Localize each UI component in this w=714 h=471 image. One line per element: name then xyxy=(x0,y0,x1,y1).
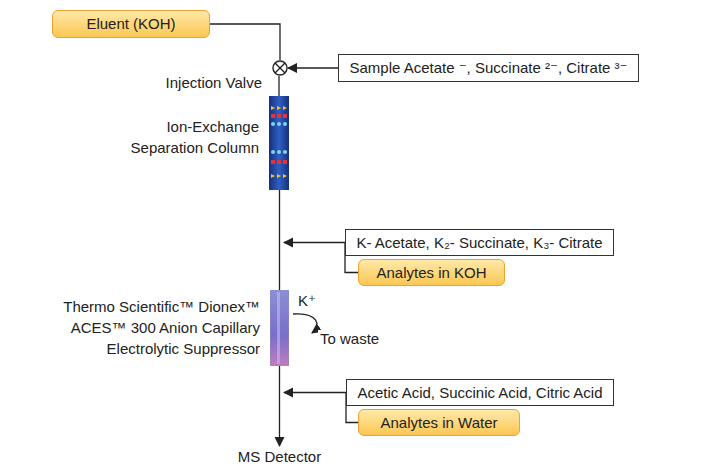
box-label: Analytes in Water xyxy=(381,414,498,431)
box-label: Analytes in KOH xyxy=(376,264,486,281)
suppressor: Thermo Scientific™ Dionex™ ACES™ 300 Ani… xyxy=(270,290,289,366)
flow-line xyxy=(278,76,279,96)
box-label: Eluent (KOH) xyxy=(86,15,175,32)
acid-box: Acetic Acid, Succinic Acid, Citric Acid xyxy=(346,379,614,406)
analyte-salt-box: K- Acetate, K₂- Succinate, K₃- Citrate xyxy=(345,229,614,256)
analytes-water-box: Analytes in Water xyxy=(358,409,520,436)
box-label: K- Acetate, K₂- Succinate, K₃- Citrate xyxy=(356,234,602,251)
ion-label: K⁺ xyxy=(296,292,318,310)
part-label: Injection Valve xyxy=(122,72,262,93)
flow-line xyxy=(279,190,280,290)
separation-column: Ion-Exchange Separation Column xyxy=(269,96,289,190)
part-label: Ion-Exchange Separation Column xyxy=(99,116,259,158)
waste-label: To waste xyxy=(318,330,381,347)
injection-valve: Injection Valve xyxy=(272,60,288,76)
detector-label: MS Detector xyxy=(236,448,323,465)
column-shape xyxy=(269,96,289,190)
flow-line xyxy=(210,24,280,60)
box-label: Acetic Acid, Succinic Acid, Citric Acid xyxy=(357,384,602,401)
waste-arrow xyxy=(293,314,317,333)
eluent-box: Eluent (KOH) xyxy=(52,10,210,38)
part-label: Thermo Scientific™ Dionex™ ACES™ 300 Ani… xyxy=(32,296,260,359)
sample-box: Sample Acetate ⁻, Succinate ²⁻, Citrate … xyxy=(338,54,639,82)
analytes-koh-box: Analytes in KOH xyxy=(358,259,505,286)
detector-line xyxy=(279,366,280,446)
box-label: Sample Acetate ⁻, Succinate ²⁻, Citrate … xyxy=(349,59,627,76)
supp-shape xyxy=(270,290,289,366)
flow-line xyxy=(288,67,338,68)
valve-shape xyxy=(272,60,288,76)
